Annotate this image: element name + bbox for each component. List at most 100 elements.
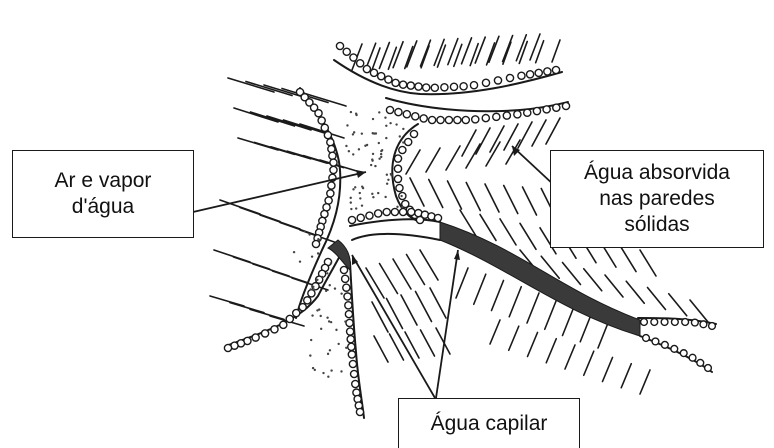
vapor-dot bbox=[327, 353, 329, 355]
hatch-stroke bbox=[648, 288, 666, 310]
hatch-stroke bbox=[474, 274, 486, 304]
vapor-dot bbox=[384, 196, 386, 198]
hatch-stroke bbox=[251, 112, 295, 126]
adsorbed-water-molecule bbox=[682, 319, 689, 326]
adsorbed-water-molecule bbox=[394, 165, 401, 172]
vapor-dot bbox=[381, 149, 383, 151]
adsorbed-water-molecule bbox=[482, 79, 489, 86]
adsorbed-water-molecule bbox=[340, 266, 347, 273]
hatch-stroke bbox=[448, 181, 462, 209]
hatch-stroke bbox=[485, 184, 499, 212]
adsorbed-water-molecule bbox=[261, 330, 268, 337]
vapor-dot bbox=[311, 314, 313, 316]
adsorbed-water-molecule bbox=[394, 155, 401, 162]
adsorbed-water-molecule bbox=[304, 297, 311, 304]
hatch-stroke bbox=[528, 333, 538, 357]
vapor-dot bbox=[313, 288, 315, 290]
adsorbed-water-molecule bbox=[318, 117, 325, 124]
vapor-dot bbox=[327, 376, 329, 378]
vapor-dot bbox=[317, 252, 319, 254]
hatch-stroke bbox=[380, 264, 398, 294]
adsorbed-water-molecule bbox=[363, 65, 370, 72]
adsorbed-water-molecule bbox=[224, 344, 231, 351]
adsorbed-water-molecule bbox=[454, 116, 461, 123]
leader-line-capillary-right bbox=[436, 250, 458, 398]
hatch-stroke bbox=[406, 150, 420, 174]
hatch-stroke bbox=[492, 281, 504, 311]
vapor-dot bbox=[329, 284, 331, 286]
adsorbed-water-molecule bbox=[553, 104, 560, 111]
hatch-stroke bbox=[372, 302, 388, 332]
hatch-stroke bbox=[523, 187, 537, 215]
vapor-dot bbox=[371, 193, 373, 195]
hatch-stroke bbox=[420, 40, 430, 66]
adsorbed-water-molecule bbox=[392, 79, 399, 86]
hatch-stroke bbox=[480, 214, 496, 240]
adsorbed-water-molecule bbox=[336, 42, 343, 49]
adsorbed-water-molecule bbox=[405, 138, 412, 145]
hatch-stroke bbox=[401, 295, 417, 325]
hatch-stroke bbox=[532, 120, 546, 146]
vapor-dot bbox=[348, 150, 350, 152]
hatch-stroke bbox=[500, 219, 516, 245]
vapor-dot bbox=[303, 230, 305, 232]
adsorbed-water-molecule bbox=[324, 132, 331, 139]
vapor-dot bbox=[352, 188, 354, 190]
adsorbed-water-molecule bbox=[329, 152, 336, 159]
vapor-dot bbox=[344, 320, 346, 322]
label-air-vapor: Ar e vapor d'água bbox=[12, 150, 194, 238]
hatch-stroke bbox=[620, 246, 636, 272]
hatch-stroke bbox=[584, 351, 594, 375]
hatch-stroke bbox=[429, 180, 443, 208]
vapor-dot bbox=[354, 186, 356, 188]
adsorbed-water-molecule bbox=[494, 77, 501, 84]
label-capillary-water-text: Água capilar bbox=[431, 411, 548, 437]
hatch-stroke bbox=[552, 40, 560, 62]
hatch-stroke bbox=[504, 186, 518, 214]
adsorbed-water-molecule bbox=[330, 159, 337, 166]
hatch-stroke bbox=[446, 146, 460, 170]
hatch-stroke bbox=[420, 250, 438, 280]
hatch-stroke bbox=[489, 36, 499, 62]
adsorbed-water-molecule bbox=[651, 319, 658, 326]
adsorbed-water-molecule bbox=[441, 84, 448, 91]
vapor-dot bbox=[361, 204, 363, 206]
vapor-dot bbox=[314, 369, 316, 371]
adsorbed-water-molecule bbox=[403, 111, 410, 118]
vapor-dot bbox=[400, 195, 402, 197]
adsorbed-water-molecule bbox=[429, 116, 436, 123]
adsorbed-water-molecule bbox=[352, 380, 359, 387]
adsorbed-water-molecule bbox=[383, 208, 390, 215]
adsorbed-water-molecule bbox=[357, 60, 364, 67]
vapor-dot bbox=[312, 286, 314, 288]
hatch-stroke bbox=[430, 288, 446, 318]
adsorbed-water-molecule bbox=[524, 109, 531, 116]
hatch-stroke bbox=[374, 336, 388, 362]
adsorbed-water-molecule bbox=[385, 76, 392, 83]
hatch-stroke bbox=[520, 223, 536, 249]
vapor-dot bbox=[326, 272, 328, 274]
vapor-dot bbox=[387, 179, 389, 181]
adsorbed-water-molecule bbox=[280, 321, 287, 328]
adsorbed-water-molecule bbox=[544, 68, 551, 75]
hatch-stroke bbox=[246, 82, 292, 96]
adsorbed-water-molecule bbox=[689, 354, 696, 361]
adsorbed-water-molecule bbox=[533, 107, 540, 114]
adsorbed-water-molecule bbox=[408, 208, 415, 215]
adsorbed-water-molecule bbox=[343, 284, 350, 291]
adsorbed-water-molecule bbox=[348, 216, 355, 223]
adsorbed-water-molecule bbox=[330, 166, 337, 173]
vapor-dot bbox=[372, 118, 374, 120]
vapor-dot bbox=[321, 276, 323, 278]
hatch-stroke bbox=[470, 44, 478, 66]
hatch-stroke bbox=[605, 275, 623, 297]
vapor-dot bbox=[399, 135, 401, 137]
adsorbed-water-molecule bbox=[535, 69, 542, 76]
adsorbed-water-molecule bbox=[399, 208, 406, 215]
hatch-stroke bbox=[545, 299, 557, 329]
hatch-stroke bbox=[509, 287, 521, 317]
vapor-dot bbox=[396, 206, 398, 208]
adsorbed-water-molecule bbox=[415, 83, 422, 90]
adsorbed-water-molecule bbox=[431, 84, 438, 91]
adsorbed-water-molecule bbox=[346, 319, 353, 326]
